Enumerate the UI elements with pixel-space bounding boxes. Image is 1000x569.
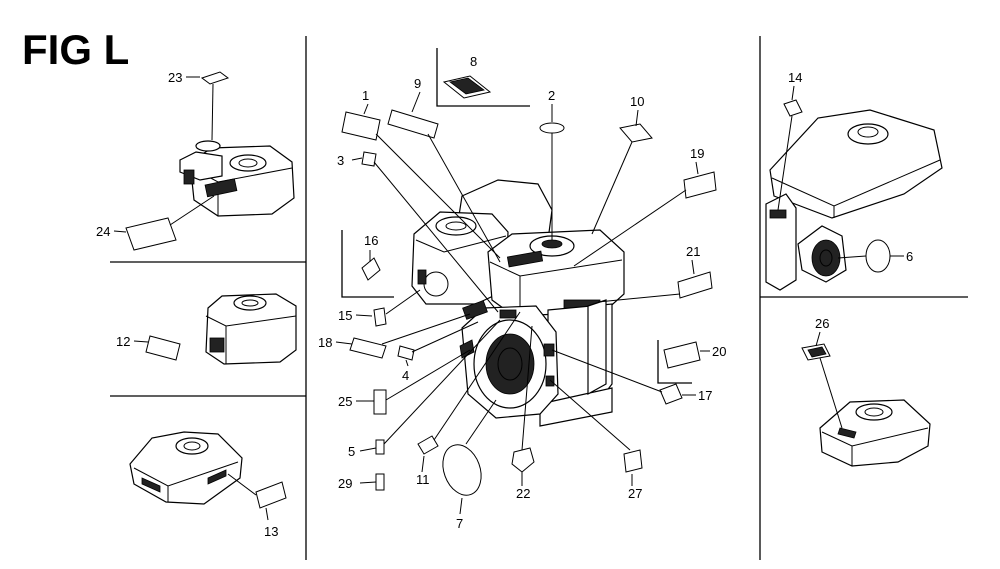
callout-12: 12 [116, 334, 130, 349]
callout-29: 29 [338, 476, 352, 491]
callout-14: 14 [788, 70, 802, 85]
fuel-tank-top-left [179, 140, 295, 217]
decal-15 [373, 289, 421, 327]
callout-15: 15 [338, 308, 352, 323]
fuel-tank-mid-left [205, 293, 297, 365]
decal-21 [597, 271, 713, 303]
decal-12 [145, 335, 181, 361]
panel-dividers [110, 36, 968, 560]
callout-21: 21 [686, 244, 700, 259]
callout-10: 10 [630, 94, 644, 109]
callout-5: 5 [348, 444, 355, 459]
decal-24 [125, 195, 215, 251]
engine-assembly [411, 179, 625, 427]
decal-23 [200, 71, 230, 141]
callout-3: 3 [337, 153, 344, 168]
fuel-tank-bottom-left [129, 431, 243, 505]
callout-27: 27 [628, 486, 642, 501]
callout-22: 22 [516, 486, 530, 501]
decal-27 [549, 379, 643, 473]
decal-7 [442, 399, 497, 496]
callout-13: 13 [264, 524, 278, 539]
callout-2: 2 [548, 88, 555, 103]
decal-5 [375, 319, 501, 455]
decal-16 [361, 257, 381, 281]
decal-9 [387, 109, 501, 263]
callout-16: 16 [364, 233, 378, 248]
callout-17: 17 [698, 388, 712, 403]
fuel-tank-bottom-right [819, 399, 931, 467]
decal-8 [442, 75, 492, 99]
decal-11 [417, 311, 521, 455]
callout-9: 9 [414, 76, 421, 91]
decal-25 [373, 349, 471, 415]
decal-2 [539, 122, 565, 240]
decal-26 [801, 343, 843, 429]
callout-8: 8 [470, 54, 477, 69]
decal-13 [227, 473, 287, 509]
decal-10 [591, 123, 653, 235]
callout-26: 26 [815, 316, 829, 331]
callout-24: 24 [96, 224, 110, 239]
decal-29 [375, 473, 385, 491]
decal-4 [397, 321, 479, 361]
figure-title: FIG L [22, 26, 129, 73]
decal-20 [663, 341, 701, 369]
callout-25: 25 [338, 394, 352, 409]
callout-ticks [113, 76, 904, 521]
decal-1 [341, 111, 501, 259]
decal-14 [777, 99, 803, 211]
fuel-tank-top-right [765, 109, 943, 291]
callout-labels: 1 2 3 4 5 6 7 8 9 10 11 12 13 14 15 16 1… [96, 54, 913, 539]
callout-20: 20 [712, 344, 726, 359]
callout-11: 11 [416, 472, 430, 487]
callout-19: 19 [690, 146, 704, 161]
callout-18: 18 [318, 335, 332, 350]
decal-3 [361, 151, 499, 313]
decal-22 [511, 325, 535, 473]
callout-1: 1 [362, 88, 369, 103]
callout-7: 7 [456, 516, 463, 531]
decal-17 [551, 349, 683, 405]
callout-6: 6 [906, 249, 913, 264]
decal-18 [349, 313, 471, 359]
callout-23: 23 [168, 70, 182, 85]
callout-4: 4 [402, 368, 409, 383]
decal-19 [573, 171, 717, 267]
